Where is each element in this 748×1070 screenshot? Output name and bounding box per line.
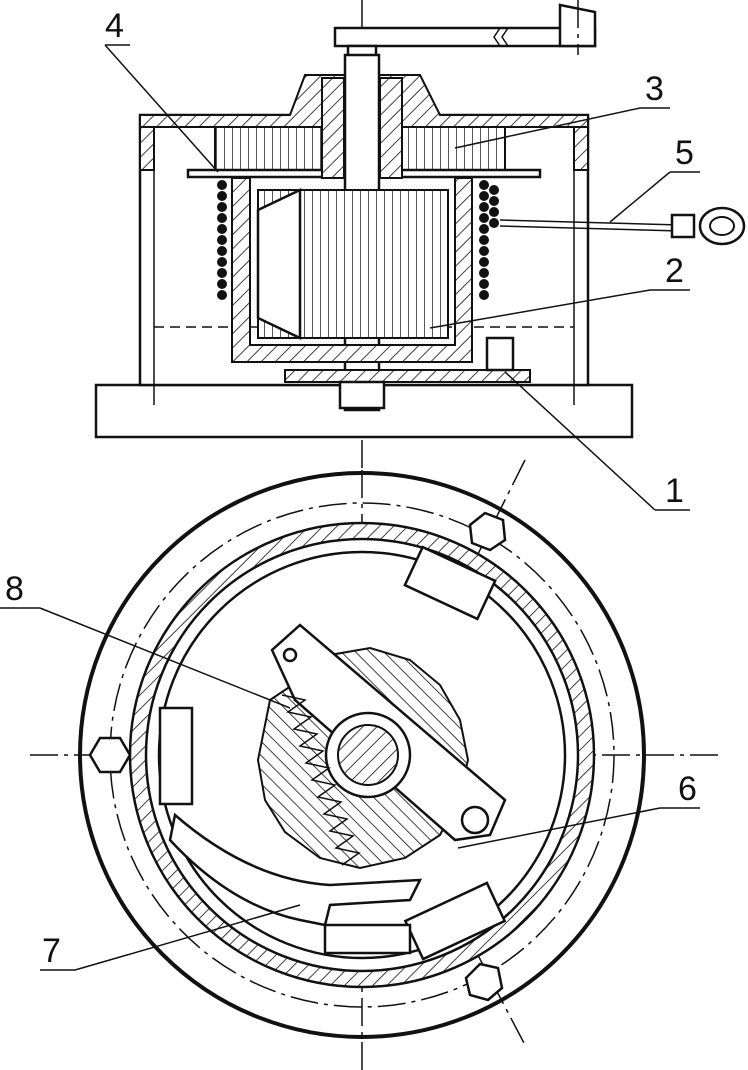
coil-ball: [479, 224, 489, 234]
section-view: [94, 0, 746, 470]
bolt-bottom: [464, 962, 504, 1002]
svg-text:4: 4: [105, 7, 124, 45]
coil-ball: [217, 268, 227, 278]
callout-1: 1: [504, 371, 690, 511]
spring-coils: [217, 180, 499, 300]
svg-text:2: 2: [665, 252, 684, 290]
bolt-left: [88, 736, 132, 774]
svg-text:1: 1: [665, 472, 684, 510]
crank-handle: [333, 0, 597, 60]
coil-ball: [217, 257, 227, 267]
coil-ball: [217, 191, 227, 201]
coil-ball: [489, 196, 499, 206]
coil-ball: [489, 185, 499, 195]
coil-ball: [479, 235, 489, 245]
coil-ball: [217, 180, 227, 190]
brake-block-left: [158, 706, 194, 806]
brake-block-top: [403, 545, 497, 621]
coil-ball: [217, 246, 227, 256]
coil-ball: [479, 246, 489, 256]
coil-ball: [217, 235, 227, 245]
callout-8: 8: [0, 570, 291, 709]
svg-text:3: 3: [645, 70, 664, 108]
callout-2: 2: [429, 252, 690, 329]
latch-7: [168, 812, 423, 927]
svg-text:7: 7: [42, 932, 61, 970]
coil-ball: [479, 213, 489, 223]
coil-ball: [479, 290, 489, 300]
callout-5: 5: [609, 134, 700, 223]
coil-ball: [479, 268, 489, 278]
callouts: 1 2 3 4 5 6 7: [0, 7, 700, 971]
cable: [499, 206, 746, 246]
coil-ball: [217, 279, 227, 289]
svg-text:6: 6: [678, 770, 697, 808]
brake-block-bottom: [403, 881, 507, 961]
coil-ball: [479, 202, 489, 212]
callout-3: 3: [454, 70, 670, 149]
drum: [231, 177, 473, 363]
coil-ball: [217, 202, 227, 212]
bolt-top: [468, 511, 507, 552]
coil-ball: [217, 224, 227, 234]
coil-ball: [479, 279, 489, 289]
coil-ball: [489, 218, 499, 228]
coil-ball: [479, 191, 489, 201]
coil-ball: [217, 290, 227, 300]
coil-ball: [489, 207, 499, 217]
spring-8: [281, 694, 361, 866]
coil-ball: [479, 180, 489, 190]
callout-6: 6: [457, 770, 700, 849]
callout-4: 4: [104, 7, 219, 173]
svg-text:8: 8: [5, 570, 24, 608]
pin-1: [485, 336, 515, 372]
svg-text:5: 5: [675, 134, 694, 172]
callout-7: 7: [40, 904, 301, 971]
plan-view: [30, 459, 720, 1070]
coil-ball: [479, 257, 489, 267]
coil-ball: [217, 213, 227, 223]
